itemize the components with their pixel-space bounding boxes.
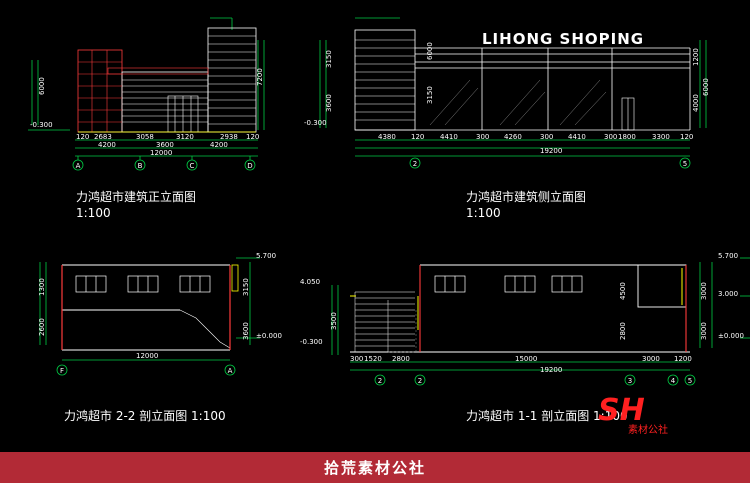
side-dim-6: 4410	[568, 133, 586, 141]
front-dim-1: 2683	[94, 133, 112, 141]
front-mid-0: 4200	[98, 141, 116, 149]
sec22-level-top: 5.700	[256, 252, 276, 260]
side-left-level: -0.300	[304, 119, 327, 127]
side-dim-9: 3300	[652, 133, 670, 141]
side-dim-0: 4380	[378, 133, 396, 141]
side-left-dim-0: 3150	[325, 50, 333, 68]
sh-logo: SH 素材公社	[596, 392, 688, 436]
footer-banner: 拾荒素材公社	[0, 452, 750, 483]
sec11-left-dim: 3500	[330, 312, 338, 330]
sec11-dim-4: 3000	[642, 355, 660, 363]
front-axis-a: A	[76, 162, 81, 170]
side-dim-1: 120	[411, 133, 424, 141]
side-dim-2: 4410	[440, 133, 458, 141]
side-dim-3: 300	[476, 133, 489, 141]
side-sign: LIHONG SHOPING	[482, 30, 644, 48]
sec11-level-right-top: 5.700	[718, 252, 738, 260]
side-title: 力鸿超市建筑侧立面图	[466, 189, 586, 204]
front-axis-c: C	[190, 162, 195, 170]
side-left-dim-1: 3600	[325, 94, 333, 112]
sec11-dim-0: 300	[350, 355, 363, 363]
sec11-title: 力鸿超市 1-1 剖立面图 1:100	[466, 408, 628, 423]
sec11-axis-4: 5	[688, 377, 692, 385]
front-dim-0: 120	[76, 133, 89, 141]
sec11-level-left-top: 4.050	[300, 278, 320, 286]
side-dim-8: 1800	[618, 133, 636, 141]
front-right-dim: 7200	[256, 68, 264, 86]
side-dim-7: 300	[604, 133, 617, 141]
side-dim-10: 120	[680, 133, 693, 141]
front-dim-4: 2938	[220, 133, 238, 141]
side-dim-4: 4260	[504, 133, 522, 141]
sec22-left-dim-1: 2600	[38, 318, 46, 336]
sec11-right-dim-1: 3000	[700, 322, 708, 340]
side-scale: 1:100	[466, 206, 501, 220]
front-mid-1: 3600	[156, 141, 174, 149]
front-dim-5: 120	[246, 133, 259, 141]
side-total: 19200	[540, 147, 562, 155]
section-1-1: 4.050 -0.300 3500 2800 4500 3000 3000 5.…	[300, 252, 750, 423]
front-mid-2: 4200	[210, 141, 228, 149]
sec22-axis-f: F	[60, 367, 64, 375]
side-dim-5: 300	[540, 133, 553, 141]
sec11-dim-5: 1200	[674, 355, 692, 363]
front-elevation: -0.300 6000 7200 120 2683 3058 3120 2938…	[28, 17, 265, 220]
sec22-level-zero: ±0.000	[256, 332, 282, 340]
banner-text: 拾荒素材公社	[323, 459, 426, 477]
sec11-mid-dim-0: 2800	[619, 322, 627, 340]
side-axis-5: 5	[683, 160, 687, 168]
sec11-mid-dim-1: 4500	[619, 282, 627, 300]
sec11-dim-2: 2800	[392, 355, 410, 363]
side-right-dim-1: 4000	[692, 94, 700, 112]
front-axis-d: D	[247, 162, 252, 170]
side-right-dim-0: 1200	[692, 48, 700, 66]
sec11-total: 19200	[540, 366, 562, 374]
sec22-right-dim-1: 3600	[242, 322, 250, 340]
sec11-axis-1: 2	[418, 377, 422, 385]
sec22-title: 力鸿超市 2-2 剖立面图 1:100	[64, 408, 226, 423]
side-inner-dim-1: 6000	[426, 42, 434, 60]
side-right-dim-2: 6000	[702, 78, 710, 96]
side-axis-2: 2	[413, 160, 417, 168]
logo-mark: SH	[598, 393, 645, 428]
side-inner-dim-0: 3150	[426, 86, 434, 104]
front-title: 力鸿超市建筑正立面图	[76, 189, 196, 204]
front-scale: 1:100	[76, 206, 111, 220]
section-2-2: 1300 2600 3150 3600 5.700 ±0.000 12000 F…	[38, 252, 282, 423]
front-left-level: -0.300	[30, 121, 53, 129]
logo-caption: 素材公社	[628, 423, 668, 436]
sec22-axis-a: A	[228, 367, 233, 375]
front-dim-3: 3120	[176, 133, 194, 141]
front-left-dim: 6000	[38, 77, 46, 95]
sec11-level-left-bottom: -0.300	[300, 338, 323, 346]
sec22-right-dim-0: 3150	[242, 278, 250, 296]
sec11-dim-3: 15000	[515, 355, 537, 363]
front-axis-b: B	[138, 162, 143, 170]
sec22-left-dim-0: 1300	[38, 278, 46, 296]
sec22-total: 12000	[136, 352, 158, 360]
front-dim-2: 3058	[136, 133, 154, 141]
sec11-dim-1: 1520	[364, 355, 382, 363]
sec11-axis-0: 2	[378, 377, 382, 385]
side-elevation: LIHONG SHOPING -0.300 3150 3600 3150 600…	[304, 17, 710, 220]
sec11-axis-3: 4	[671, 377, 676, 385]
sec11-level-right-mid: 3.000	[718, 290, 738, 298]
sec11-axis-2: 3	[628, 377, 632, 385]
sec11-level-right-zero: ±0.000	[718, 332, 744, 340]
sec11-right-dim-0: 3000	[700, 282, 708, 300]
front-total: 12000	[150, 149, 172, 157]
